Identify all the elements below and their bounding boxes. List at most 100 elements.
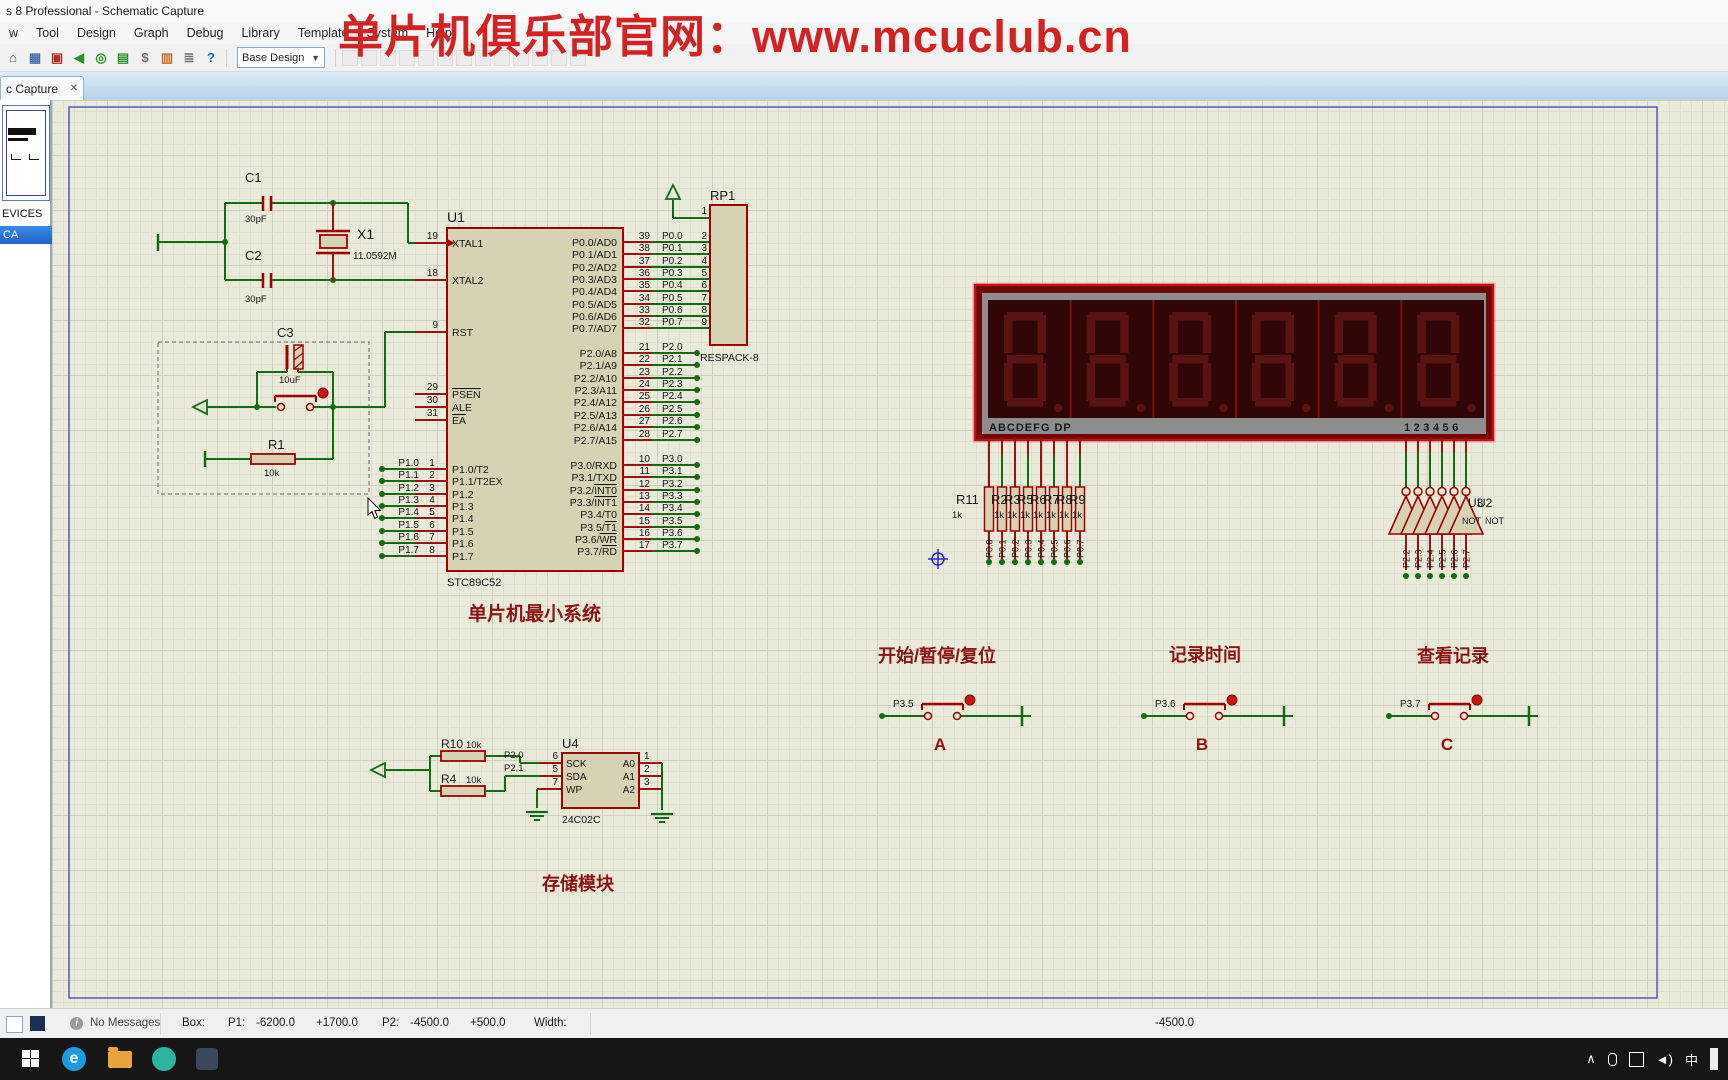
- segment-a: [1337, 312, 1374, 321]
- pin-name: A0: [623, 759, 636, 770]
- overview-pane[interactable]: [2, 105, 50, 201]
- bom-icon[interactable]: $: [141, 49, 149, 65]
- zoom-all-icon[interactable]: [417, 49, 434, 66]
- rp1-pin-number: 2: [701, 231, 707, 242]
- p2-y-value: +500.0: [470, 1017, 506, 1029]
- microphone-icon[interactable]: [1607, 1052, 1617, 1066]
- redraw-icon[interactable]: [341, 49, 358, 66]
- resistor-R1[interactable]: [250, 453, 296, 465]
- eeprom-U4-body[interactable]: [561, 752, 640, 809]
- cut-icon[interactable]: [493, 49, 510, 66]
- button-terminal[interactable]: [305, 402, 315, 412]
- button-terminal[interactable]: [1214, 711, 1224, 721]
- display-selection-outline: [972, 282, 1496, 443]
- button-terminal[interactable]: [923, 711, 933, 721]
- chip-icon[interactable]: ▣: [50, 49, 64, 65]
- info-icon: i: [70, 1017, 83, 1030]
- value-R1: 10k: [264, 468, 280, 479]
- block-copy-icon[interactable]: [550, 49, 567, 66]
- pinned-app-icon[interactable]: [196, 1048, 218, 1070]
- net-label: P0.4: [662, 280, 683, 291]
- menu-system[interactable]: System: [366, 26, 409, 40]
- copy-icon[interactable]: [512, 49, 529, 66]
- status-mode-icon[interactable]: [6, 1016, 23, 1033]
- junction-dot: [1451, 573, 1457, 579]
- button-terminal[interactable]: [276, 402, 286, 412]
- value-rnet: 1k: [1072, 510, 1082, 521]
- rewind-icon[interactable]: ◀: [74, 49, 84, 65]
- zoom-in-icon[interactable]: [379, 49, 396, 66]
- crystal-body[interactable]: [319, 234, 348, 249]
- measure-icon[interactable]: ▥: [160, 49, 174, 65]
- menu-w[interactable]: w: [9, 26, 19, 40]
- tab-schematic-capture[interactable]: c Capture ✕: [0, 76, 84, 100]
- net-flag-icon[interactable]: [368, 761, 386, 779]
- menu-help[interactable]: Help: [426, 26, 452, 40]
- junction-dot: [694, 350, 700, 356]
- undo-icon[interactable]: [455, 49, 472, 66]
- display-seg-caption: ABCDEFG DP: [989, 422, 1072, 434]
- zoom-out-icon[interactable]: [398, 49, 415, 66]
- pin-number: 10: [639, 454, 651, 465]
- button-terminal[interactable]: [1185, 711, 1195, 721]
- menu-debug[interactable]: Debug: [186, 26, 224, 40]
- value-rnet: 1k: [1020, 510, 1030, 521]
- pin-name: P3.1/TXD: [571, 472, 617, 484]
- menu-library[interactable]: Library: [241, 26, 280, 40]
- net-flag-icon[interactable]: [190, 398, 208, 416]
- button-state-dot[interactable]: [317, 387, 329, 399]
- notes-icon[interactable]: ≣: [183, 49, 195, 65]
- button-terminal[interactable]: [952, 711, 962, 721]
- segment-d: [1337, 398, 1374, 407]
- respack-RP1-body[interactable]: [709, 204, 748, 346]
- wire[interactable]: [293, 344, 304, 352]
- resistor-R4[interactable]: [440, 785, 486, 797]
- paste-icon[interactable]: [531, 49, 548, 66]
- menu-tool[interactable]: Tool: [36, 26, 59, 40]
- pin-number: 27: [639, 416, 651, 427]
- button-terminal[interactable]: [1430, 711, 1440, 721]
- segment-d: [1420, 398, 1457, 407]
- home-icon[interactable]: ⌂: [9, 49, 17, 65]
- net-label: P2.1: [662, 354, 683, 365]
- teal-app-icon[interactable]: [152, 1047, 176, 1071]
- wire[interactable]: [293, 352, 304, 361]
- windows-start-icon[interactable]: [22, 1050, 39, 1067]
- block-move-icon[interactable]: [569, 49, 586, 66]
- net-label: P1.1: [398, 470, 419, 481]
- button-terminal[interactable]: [1459, 711, 1469, 721]
- grab-icon[interactable]: [360, 49, 377, 66]
- button-state-dot[interactable]: [1471, 694, 1483, 706]
- world-icon[interactable]: ◎: [95, 49, 107, 65]
- grid-icon[interactable]: ▦: [28, 49, 42, 65]
- status-sheet-icon[interactable]: [30, 1016, 45, 1031]
- pin-name: P1.1/T2EX: [452, 476, 503, 488]
- help-icon[interactable]: ?: [207, 49, 215, 65]
- net-label-vertical: P0.4: [1037, 539, 1047, 558]
- button-state-dot[interactable]: [1226, 694, 1238, 706]
- book-icon[interactable]: ▤: [116, 49, 130, 65]
- menu-graph[interactable]: Graph: [133, 26, 169, 40]
- net-label-vertical: P2.6: [1450, 549, 1460, 568]
- speaker-icon[interactable]: ◄): [1655, 1051, 1673, 1067]
- tray-panel-icon[interactable]: [1628, 1051, 1644, 1067]
- junction-dot: [1025, 559, 1031, 565]
- zoom-area-icon[interactable]: [436, 49, 453, 66]
- folder-icon[interactable]: [108, 1047, 132, 1068]
- close-icon[interactable]: ✕: [69, 83, 78, 94]
- junction-dot: [694, 412, 700, 418]
- tray-expand-icon[interactable]: ∧: [1586, 1051, 1596, 1066]
- schematic-canvas[interactable]: [52, 100, 1728, 1008]
- mcu-U1-body[interactable]: [446, 227, 624, 572]
- resistor-R10[interactable]: [440, 750, 486, 762]
- device-list-item-selected[interactable]: CA: [0, 226, 52, 244]
- edge-browser-icon[interactable]: e: [62, 1047, 86, 1071]
- p2-x-value: -4500.0: [410, 1017, 450, 1029]
- button-state-dot[interactable]: [964, 694, 976, 706]
- menu-template[interactable]: Template: [297, 26, 349, 40]
- wire[interactable]: [293, 360, 304, 370]
- design-combo[interactable]: Base Design ▼: [237, 47, 325, 68]
- menu-design[interactable]: Design: [76, 26, 116, 40]
- ime-indicator[interactable]: 中: [1684, 1052, 1698, 1068]
- redo-icon[interactable]: [474, 49, 491, 66]
